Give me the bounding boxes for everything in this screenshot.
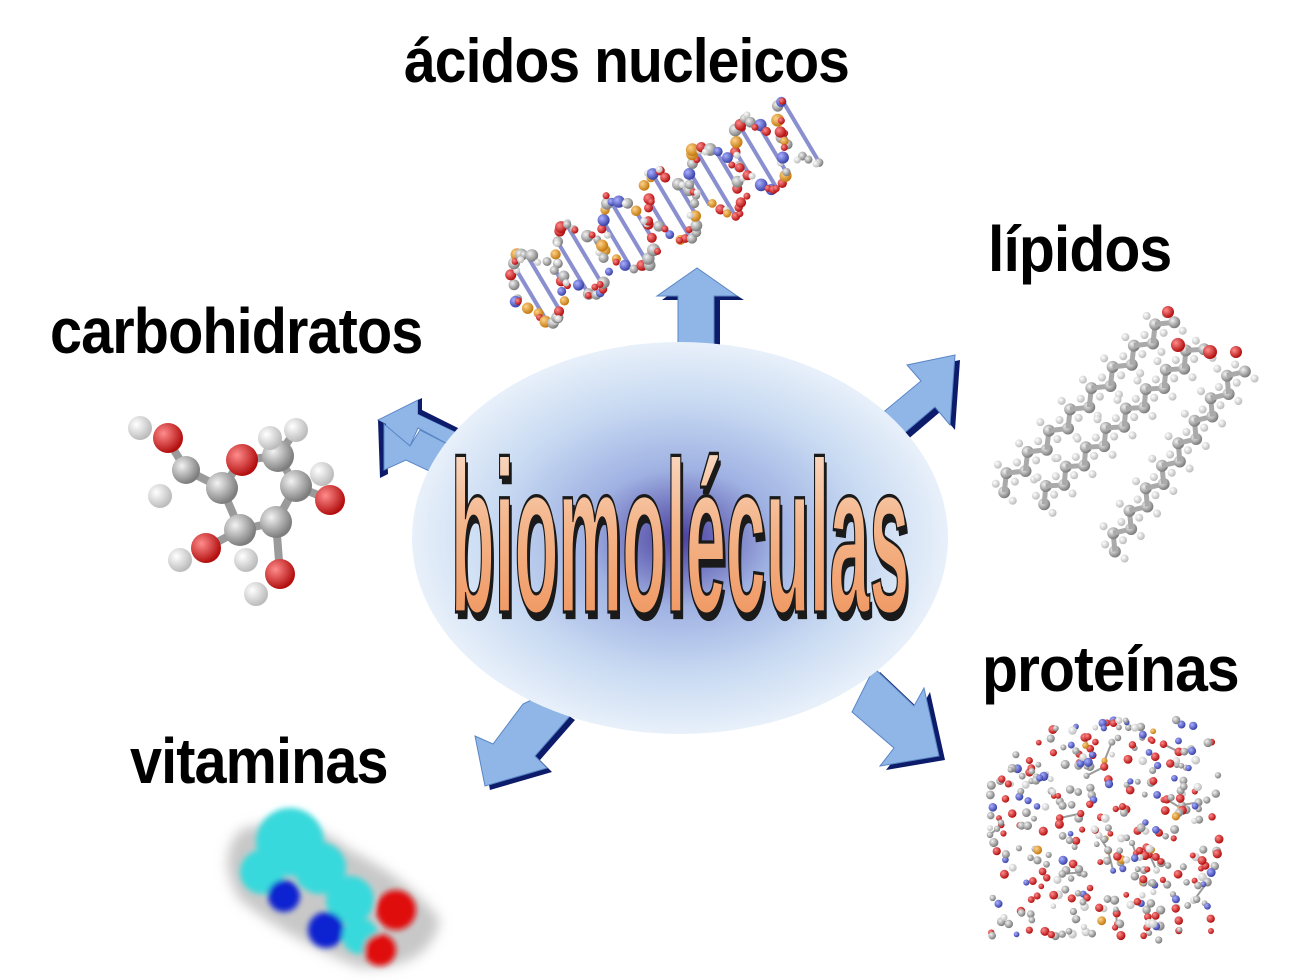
vitamin-molecule-icon xyxy=(227,808,440,969)
central-title-text: biomoléculas xyxy=(451,417,910,659)
label-vitaminas: vitaminas xyxy=(130,725,389,797)
label-proteinas: proteínas xyxy=(982,633,1240,705)
arrow-to-proteinas xyxy=(851,667,945,770)
dna-double-helix-icon xyxy=(505,96,824,329)
label-acidos-nucleicos: ácidos nucleicos xyxy=(404,27,850,96)
label-carbohidratos: carbohidratos xyxy=(50,295,423,367)
central-title-shadow: biomoléculas xyxy=(453,424,912,666)
label-lipidos: lípidos xyxy=(988,213,1172,285)
arrow-to-vitaminas xyxy=(474,695,575,790)
arrow-to-acidos-nucleicos xyxy=(655,267,744,348)
lipid-chain-icon xyxy=(991,306,1259,563)
central-oval xyxy=(412,342,948,734)
glucose-ring-icon xyxy=(128,416,345,606)
central-title: biomoléculas biomoléculas xyxy=(450,416,912,666)
protein-structure-icon xyxy=(985,715,1224,944)
